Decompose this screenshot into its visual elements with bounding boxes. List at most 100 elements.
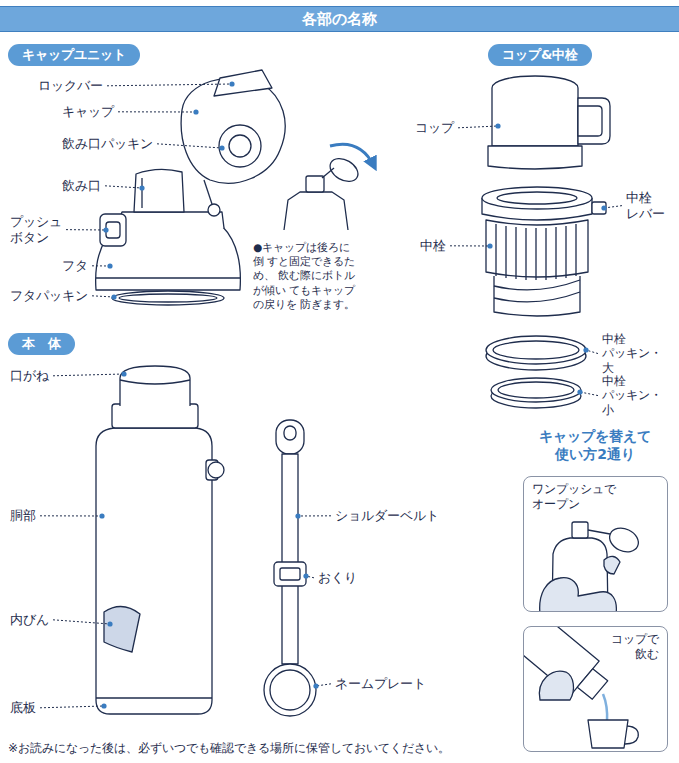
leader-line [450,245,490,246]
shoulder-belt-drawing [274,562,306,586]
stopper-drawing [482,187,606,316]
gasket-drawing [493,341,579,359]
shoulder-belt-drawing [280,568,300,580]
cup-drawing [578,106,602,136]
part-label: 底板 [10,700,36,716]
section-heading: 本 体 [22,335,61,353]
bottle-body-drawing [120,366,190,406]
part-label: 胴部 [10,508,36,524]
leader-dot [229,81,234,86]
shoulder-belt-drawing [264,664,316,716]
one-push-drawing [604,556,620,574]
cup-pour-drawing [588,720,628,748]
cup-pour-drawing [603,694,607,722]
cap-fold-demo [284,144,374,230]
one-push-drawing [572,522,588,538]
one-push-drawing [540,578,617,611]
cap-unit-drawing [134,169,184,212]
title-band: 各部の名称 [0,6,679,32]
stopper-drawing [592,202,606,214]
one-push-drawing [540,522,643,611]
cup-drawing [488,76,610,169]
note-text: ●キャップは後ろに倒 すと固定できるため、 飲む際にボトルが傾い てもキャップの… [253,240,359,311]
leader-dot [121,371,126,376]
stopper-drawing [482,187,592,209]
stopper-drawing [486,220,588,277]
usage-caption: コップで 飲む [611,632,659,662]
cap-fold-demo [322,168,334,178]
leader-dot [99,513,104,518]
leader-dot [583,347,588,352]
cup-pour-drawing [539,671,573,700]
section-pill: キャップユニット [8,44,140,66]
shoulder-belt-drawing [276,420,304,454]
leader-line [40,515,102,516]
leader-line [118,111,196,112]
bottle-body-drawing [96,428,212,714]
leader-dot [111,294,116,299]
cap-unit-drawing [208,204,220,216]
leader-line [92,296,114,297]
leader-dot [303,573,308,578]
shoulder-belt-drawing [282,454,298,664]
gasket-drawing [486,336,586,364]
cap-unit-drawing [219,125,261,167]
leader-line [107,84,232,86]
leader-dot [495,123,500,128]
leader-line [604,206,622,208]
stopper-drawing [496,224,576,280]
usage-caption: ワンプッシュで オープン [532,482,616,512]
section-pill: コップ&中栓 [488,44,592,66]
shoulder-belt-drawing [270,670,310,710]
section-heading: キャップユニット [22,46,126,64]
stopper-drawing [497,192,577,204]
leader-dot [139,185,144,190]
part-label: 飲み口 [62,178,101,194]
leader-line [105,186,142,188]
leader-dot [577,389,582,394]
leader-dot [601,205,606,210]
cap-fold-demo [306,176,324,192]
leader-dot [107,263,112,268]
cap-unit-drawing [214,70,272,96]
leader-line [580,392,598,396]
shoulder-belt-drawing [284,426,296,440]
stopper-drawing [494,276,580,316]
one-push-drawing [588,530,610,534]
usage-box: ワンプッシュで オープン [523,476,668,612]
stopper-drawing [494,280,580,302]
part-label: おくり [318,570,357,586]
part-label: 飲み口パッキン [62,136,153,152]
cap-unit-drawing [100,214,126,246]
leader-dot [103,227,108,232]
footer-note: ※お読みになった後は、必ずいつでも確認できる場所に保管しておいてください。 [8,740,450,757]
gasket-drawing [491,378,581,402]
part-label: ネームプレート [335,676,426,692]
section-pill: 本 体 [8,333,75,355]
leader-line [92,265,110,266]
leader-line [157,144,222,148]
cup-drawing [578,98,610,144]
cap-unit-drawing [96,277,240,278]
bottle-body-drawing [112,404,198,428]
bottle-body-drawing [96,366,224,714]
part-label: キャップ [62,104,114,120]
cup-drawing [492,76,578,146]
part-label: 中栓 パッキン・小 [602,374,662,417]
usage-heading: キャップを替えて 使い方2通り [539,428,651,463]
cap-fold-demo [284,192,348,230]
bottle-body-drawing [120,380,190,384]
bottle-body-drawing [104,606,140,652]
leader-dot [295,513,300,518]
gasket-drawing [486,336,586,408]
section-heading: コップ&中栓 [502,46,578,64]
part-label: 中栓 [420,238,446,254]
leader-dot [219,145,224,150]
cap-unit-drawing [112,291,224,305]
part-label: ロックバー [38,78,103,94]
part-label: 中栓 パッキン・大 [602,332,662,375]
part-label: プッシュ ボタン [10,214,62,245]
cap-unit-drawing [204,180,212,204]
leader-line [53,374,124,376]
